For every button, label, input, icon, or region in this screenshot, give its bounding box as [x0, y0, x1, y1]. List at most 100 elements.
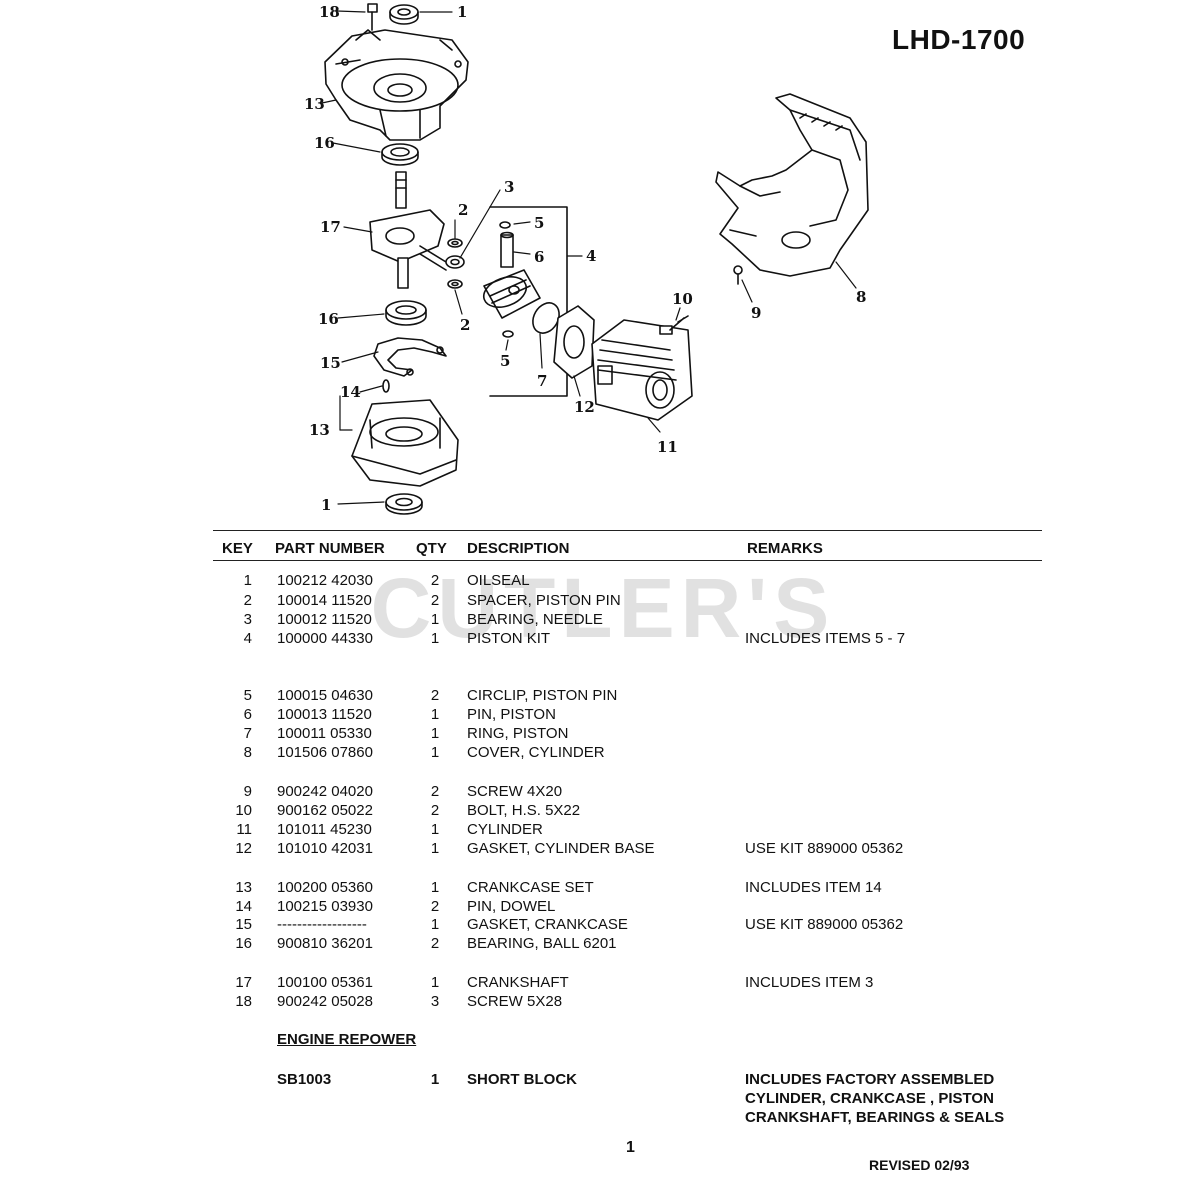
table-cell-key: 4 — [243, 630, 252, 647]
table-cell-part: 100100 05361 — [277, 974, 373, 991]
table-cell-desc: CRANKCASE SET — [467, 879, 594, 896]
callout-17: 17 — [320, 218, 341, 236]
table-cell-part: 100200 05360 — [277, 879, 373, 896]
table-cell-desc: BEARING, BALL 6201 — [467, 935, 617, 952]
table-cell-qty: 2 — [430, 898, 440, 915]
piston-kit-bracket — [489, 206, 568, 397]
table-cell-key: 1 — [243, 572, 252, 589]
callout-1-top: 1 — [457, 3, 467, 21]
table-cell-qty: 1 — [430, 879, 440, 896]
callout-15: 15 — [320, 354, 341, 372]
lower-crankcase-drawing — [351, 399, 459, 487]
header-key: KEY — [222, 540, 253, 557]
callout-5-top: 5 — [534, 214, 544, 232]
engine-repower-heading: ENGINE REPOWER — [277, 1031, 417, 1048]
table-cell-key: 3 — [243, 611, 252, 628]
table-cell-key: 10 — [235, 802, 252, 819]
table-cell-qty: 1 — [430, 706, 440, 723]
repower-qty: 1 — [430, 1071, 440, 1088]
table-cell-part: 101506 07860 — [277, 744, 373, 761]
table-cell-qty: 1 — [430, 974, 440, 991]
piston-ring-drawing — [532, 302, 560, 334]
table-cell-remarks: USE KIT 889000 05362 — [745, 916, 904, 933]
table-cell-part: 100012 11520 — [277, 611, 372, 628]
table-cell-key: 9 — [243, 783, 252, 800]
callout-2-top: 2 — [458, 201, 468, 219]
gasket-hole-right — [436, 346, 444, 354]
table-cell-key: 5 — [243, 687, 252, 704]
gasket-hole-left — [406, 368, 414, 376]
table-cell-desc: SCREW 4X20 — [467, 783, 563, 800]
header-description: DESCRIPTION — [467, 540, 570, 557]
cylinder-gasket-drawing — [553, 305, 595, 379]
table-cell-desc: CYLINDER — [467, 821, 543, 838]
table-cell-remarks: INCLUDES ITEM 14 — [745, 879, 882, 896]
callout-12: 12 — [574, 398, 595, 416]
table-cell-desc: RING, PISTON — [467, 725, 569, 742]
table-top-rule — [213, 530, 1042, 531]
callout-6: 6 — [534, 248, 544, 266]
callout-14: 14 — [340, 383, 361, 401]
table-cell-qty: 1 — [430, 611, 440, 628]
table-cell-qty: 2 — [430, 802, 440, 819]
piston-pin-drawing — [500, 231, 514, 268]
repower-part-number: SB1003 — [277, 1071, 332, 1088]
bearing-lower-drawing — [385, 300, 427, 326]
table-cell-desc: OILSEAL — [467, 572, 530, 589]
table-cell-qty: 2 — [430, 935, 440, 952]
callout-16-bottom: 16 — [318, 310, 339, 328]
table-cell-key: 14 — [235, 898, 252, 915]
dowel-pin-drawing — [382, 379, 390, 393]
screw-9-drawing — [733, 265, 743, 285]
crankshaft-drawing — [369, 171, 447, 289]
callout-10: 10 — [672, 290, 693, 308]
table-cell-desc: PISTON KIT — [467, 630, 551, 647]
oilseal-bottom-drawing — [385, 493, 423, 515]
table-cell-key: 18 — [235, 993, 252, 1010]
table-cell-qty: 1 — [430, 821, 440, 838]
callout-5-bottom: 5 — [500, 352, 510, 370]
callout-3: 3 — [504, 178, 514, 196]
table-cell-desc: SPACER, PISTON PIN — [467, 592, 621, 609]
table-cell-qty: 1 — [430, 744, 440, 761]
header-qty: QTY — [416, 540, 447, 557]
repower-description: SHORT BLOCK — [467, 1071, 577, 1088]
repower-remarks-line: CYLINDER, CRANKCASE , PISTON — [745, 1090, 994, 1107]
table-cell-part: 900242 04020 — [277, 783, 373, 800]
table-cell-remarks: INCLUDES ITEM 3 — [745, 974, 874, 991]
callout-1-bottom: 1 — [321, 496, 331, 514]
table-cell-qty: 2 — [430, 592, 440, 609]
table-cell-part: 100013 11520 — [277, 706, 372, 723]
bearing-top-drawing — [381, 143, 419, 166]
table-cell-key: 8 — [243, 744, 252, 761]
table-cell-key: 11 — [236, 821, 252, 838]
table-cell-qty: 2 — [430, 783, 440, 800]
table-cell-key: 2 — [243, 592, 252, 609]
repower-remarks: INCLUDES FACTORY ASSEMBLED CYLINDER, CRA… — [745, 1070, 1004, 1127]
table-cell-desc: BEARING, NEEDLE — [467, 611, 603, 628]
exploded-parts-diagram: 18 1 13 16 17 2 3 5 6 4 2 16 15 14 13 1 … — [0, 0, 1200, 530]
table-cell-key: 16 — [235, 935, 252, 952]
table-cell-part: ------------------ — [277, 916, 367, 933]
oilseal-top-drawing — [389, 4, 419, 25]
callout-9: 9 — [751, 304, 761, 322]
table-cell-part: 101011 45230 — [277, 821, 372, 838]
cylinder-cover-drawing — [715, 93, 869, 277]
table-cell-part: 100015 04630 — [277, 687, 373, 704]
table-cell-desc: BOLT, H.S. 5X22 — [467, 802, 581, 819]
piston-drawing — [482, 269, 541, 319]
revision-date: REVISED 02/93 — [869, 1157, 970, 1173]
table-cell-part: 100000 44330 — [277, 630, 373, 647]
table-cell-key: 13 — [235, 879, 252, 896]
table-cell-qty: 1 — [430, 725, 440, 742]
table-cell-remarks: USE KIT 889000 05362 — [745, 840, 904, 857]
bolt-10-drawing — [669, 315, 689, 331]
callout-2-bottom: 2 — [460, 316, 470, 334]
header-part-number: PART NUMBER — [275, 540, 385, 557]
callout-13-bottom: 13 — [309, 421, 330, 439]
circlip-lower-drawing — [502, 330, 514, 338]
callout-11: 11 — [657, 438, 678, 456]
table-cell-key: 6 — [243, 706, 252, 723]
callout-4: 4 — [586, 247, 596, 265]
circlip-upper-drawing — [499, 221, 511, 229]
